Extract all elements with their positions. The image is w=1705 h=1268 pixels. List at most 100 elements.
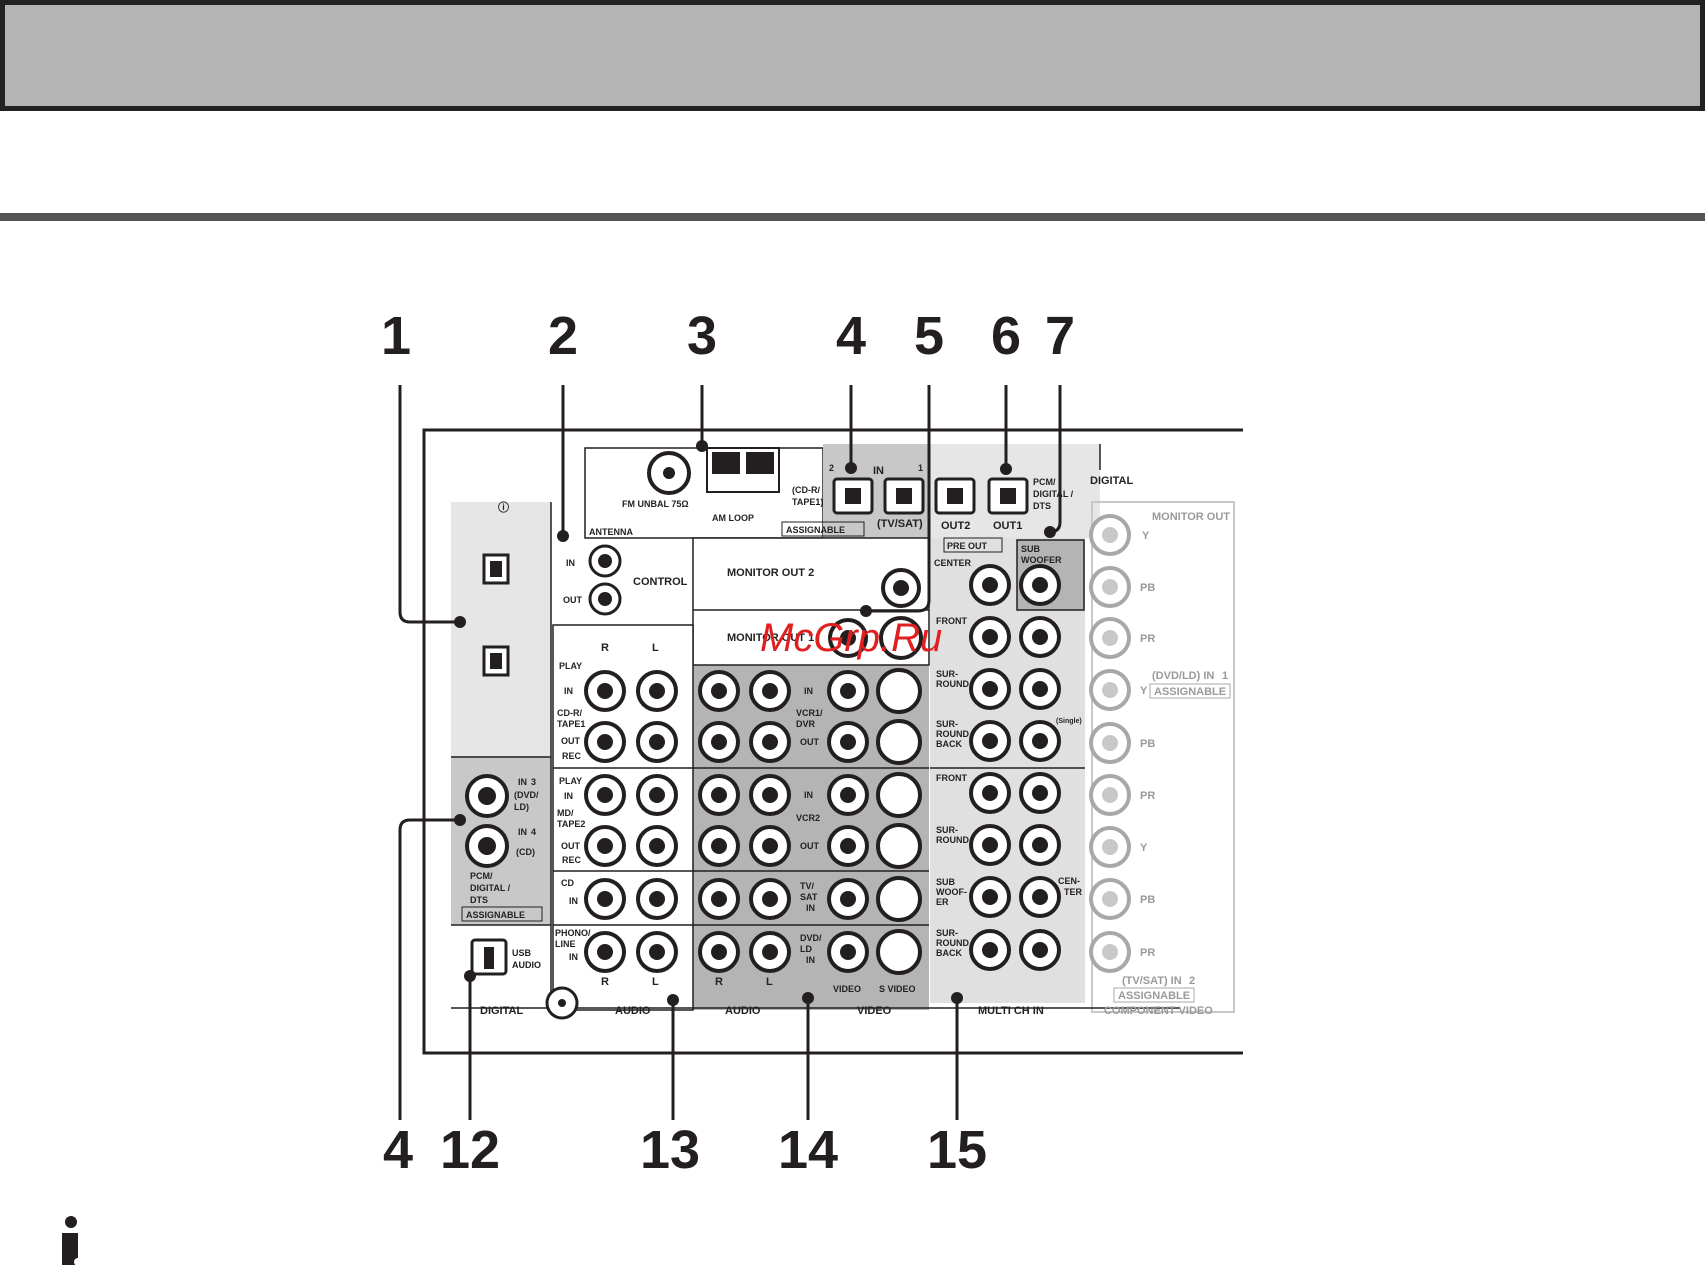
front-label-2: FRONT (936, 773, 967, 783)
center-b-label-a: CEN- (1058, 876, 1080, 886)
comp-pb-1: PB (1140, 582, 1155, 594)
comp-pb-3: PB (1140, 894, 1155, 906)
comp-y-2: Y (1140, 685, 1148, 697)
cdr-tape1-label-1: (CD-R/ (792, 485, 820, 495)
comp-y-3: Y (1140, 842, 1148, 854)
pcm-label-3: DTS (1033, 501, 1051, 511)
surround-label-2a: SUR- (936, 825, 958, 835)
tv-sat-in2-number: 2 (1189, 975, 1195, 987)
surback-label-2b: ROUND (936, 938, 969, 948)
phono-in-label: IN (569, 952, 578, 962)
callout-15: 15 (927, 1120, 987, 1180)
in3-ld-label: LD) (514, 802, 529, 812)
component-jacks (1089, 514, 1131, 973)
surback-label-1c: BACK (936, 739, 962, 749)
phono-label-1: PHONO/ (555, 928, 591, 938)
callout-6: 6 (991, 306, 1021, 366)
video-jacks (698, 668, 922, 975)
monitor-out-2-label: MONITOR OUT 2 (727, 567, 814, 579)
audio-l-label: L (652, 642, 659, 654)
tvsat-label-3: IN (806, 903, 815, 913)
callout-7: 7 (1045, 306, 1075, 366)
monitor-out-grey-label: MONITOR OUT (1152, 511, 1230, 523)
audio-rca-jacks (584, 670, 678, 973)
out2-label: OUT2 (941, 520, 970, 532)
header-bar (0, 0, 1705, 111)
single-label: (Single) (1056, 718, 1082, 725)
callout-4-bottom: 4 (383, 1120, 413, 1180)
subwoof-label-b: WOOF- (936, 887, 967, 897)
vcr2-out-label: OUT (800, 841, 820, 851)
comp-y-1: Y (1142, 530, 1150, 542)
region-component (1091, 501, 1235, 1013)
surback-label-2c: BACK (936, 948, 962, 958)
cd-label: CD (561, 878, 574, 888)
vcr1-in-label: IN (804, 686, 813, 696)
pcm-left-1: PCM/ (470, 871, 493, 881)
dvd-label-3: IN (806, 955, 815, 965)
cdr-tape1-audio-1: CD-R/ (557, 708, 582, 718)
rec-label-1: REC (562, 751, 582, 761)
pcm-label-1: PCM/ (1033, 477, 1056, 487)
cdr-in-label: IN (564, 686, 573, 696)
subwoofer-label-2: WOOFER (1021, 555, 1062, 565)
phono-label-2: LINE (555, 939, 576, 949)
assignable-top-label: ASSIGNABLE (786, 525, 845, 535)
optical-jacks-top (832, 477, 1029, 515)
in3-dvd-label: (DVD/ (514, 790, 539, 800)
in4-label: IN (518, 827, 527, 837)
vcr1-out-label: OUT (800, 737, 820, 747)
audio-group-label-1: AUDIO (615, 1005, 651, 1017)
control-out-label: OUT (563, 595, 583, 605)
md-out-label: OUT (561, 841, 581, 851)
assignable-comp-1: ASSIGNABLE (1154, 686, 1226, 698)
vcr1-label-2: DVR (796, 719, 816, 729)
section-rule (0, 213, 1705, 221)
callouts-top: 1 2 3 4 5 6 7 (381, 306, 1075, 366)
callouts-bottom: 4 12 13 14 15 (383, 1120, 987, 1180)
rec-label-2: REC (562, 855, 582, 865)
cdr-tape1-audio-2: TAPE1 (557, 719, 585, 729)
pcm-left-2: DIGITAL / (470, 883, 511, 893)
optical-in-jack-1 (482, 553, 510, 585)
comp-pr-2: PR (1140, 790, 1155, 802)
callout-12: 12 (440, 1120, 500, 1180)
in3-number: 3 (531, 777, 536, 787)
play-label-1: PLAY (559, 661, 582, 671)
center-b-label-b: TER (1064, 887, 1083, 897)
s-video-label: S VIDEO (879, 984, 916, 994)
audio-r-label: R (601, 642, 609, 654)
multi-ch-in-label: MULTI CH IN (978, 1005, 1044, 1017)
cdr-tape1-label-2: TAPE1) (792, 497, 823, 507)
comp-pr-1: PR (1140, 633, 1155, 645)
monitor-out-1-label: MONITOR OUT 1 (727, 632, 814, 644)
vcr1-label-1: VCR1/ (796, 708, 823, 718)
surback-label-1a: SUR- (936, 719, 958, 729)
callout-1: 1 (381, 306, 411, 366)
surback-label-2a: SUR- (936, 928, 958, 938)
callout-14: 14 (778, 1120, 838, 1180)
phono-l-label: L (652, 976, 659, 988)
video-audio-l-label: L (766, 976, 773, 988)
vcr2-in-label: IN (804, 790, 813, 800)
antenna-label: ANTENNA (589, 527, 633, 537)
subwoof-label-a: SUB (936, 877, 956, 887)
surback-label-1b: ROUND (936, 729, 969, 739)
audio-group-label-2: AUDIO (725, 1005, 761, 1017)
pcm-left-3: DTS (470, 895, 488, 905)
tvsat-label-1: TV/ (800, 881, 815, 891)
front-label-1: FRONT (936, 616, 967, 626)
cdr-out-label: OUT (561, 736, 581, 746)
control-label: CONTROL (633, 576, 688, 588)
fm-label: FM UNBAL 75Ω (622, 499, 689, 509)
surround-label-2b: ROUND (936, 835, 969, 845)
region-optical-in (451, 502, 551, 757)
callout-2: 2 (548, 306, 578, 366)
dvd-label-2: LD (800, 944, 812, 954)
callout-13: 13 (640, 1120, 700, 1180)
out1-label: OUT1 (993, 520, 1022, 532)
md-tape2-label-1: MD/ (557, 808, 574, 818)
info-symbol: ⓘ (498, 500, 509, 514)
tvsat-label-2: SAT (800, 892, 818, 902)
